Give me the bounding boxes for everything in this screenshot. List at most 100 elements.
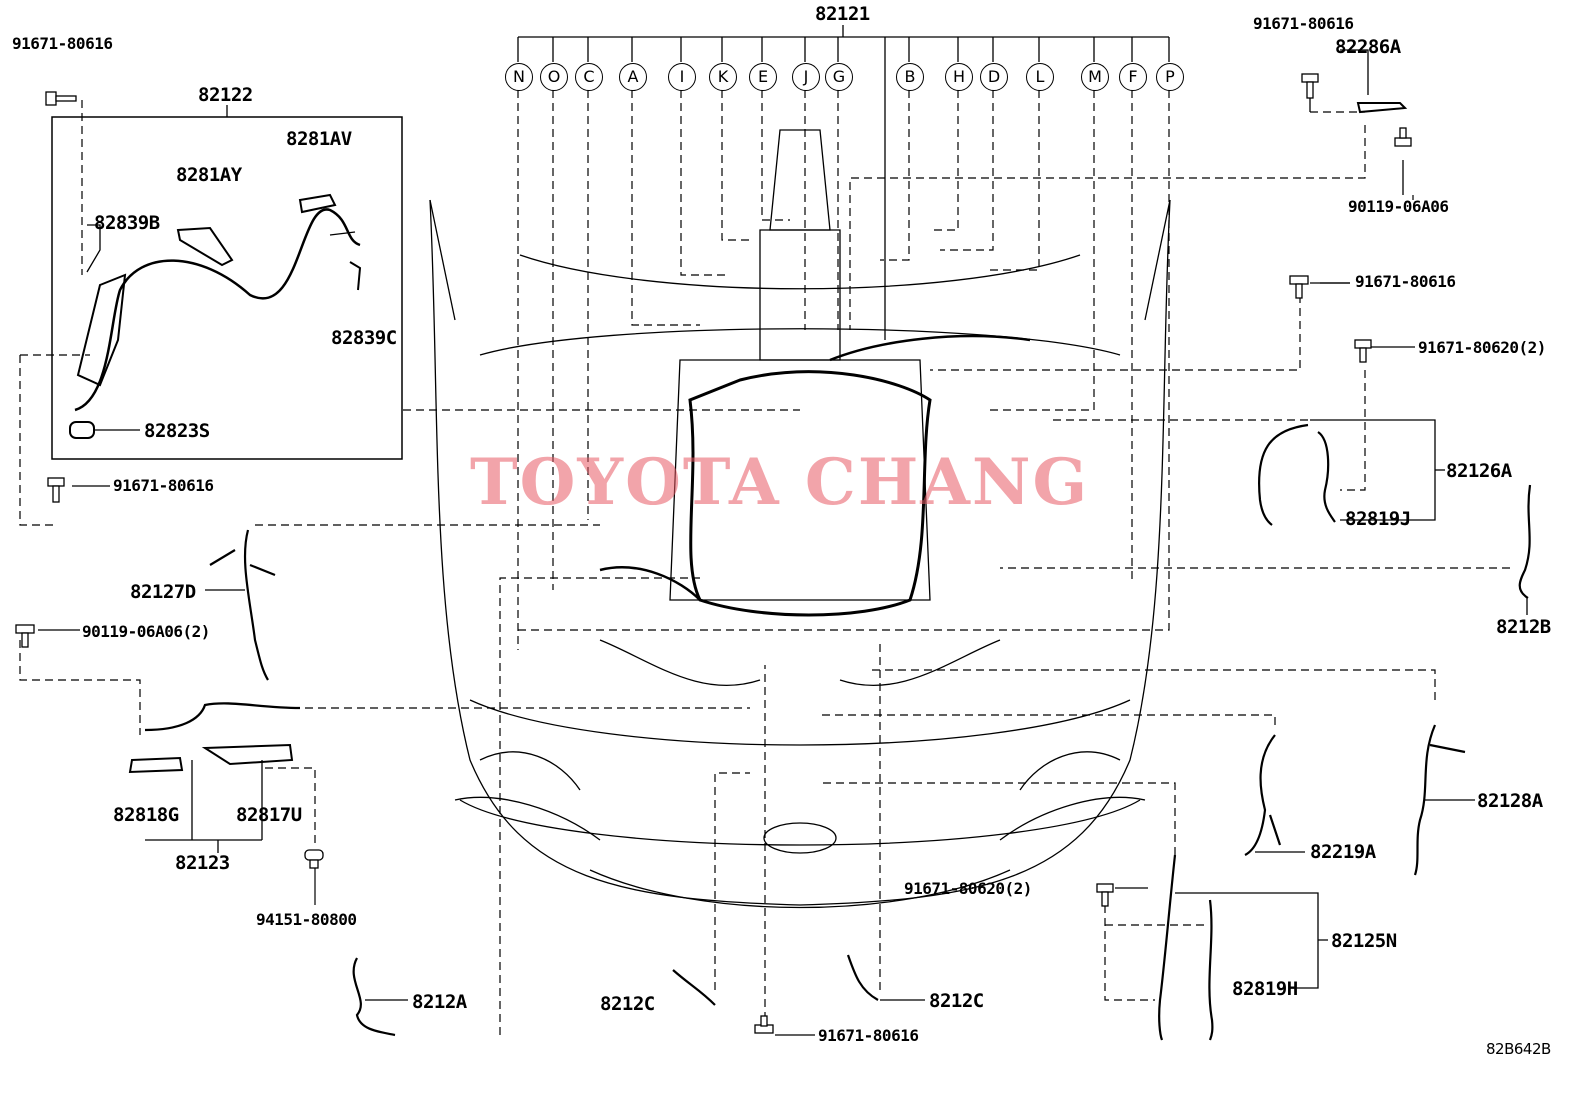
- bolt-icon-90119-right: [1394, 127, 1412, 147]
- connector-H: H: [945, 63, 973, 91]
- harness-82219A: [1244, 734, 1282, 856]
- label-bolt-90119: 90119-06A06: [1348, 197, 1449, 216]
- bolt-icon-90119: [15, 624, 35, 648]
- top-tower: [769, 129, 831, 231]
- label-82818G: 82818G: [113, 804, 179, 826]
- label-bolt-left-mid: 91671-80616: [113, 476, 214, 495]
- bolt-icon-top-right: [1301, 73, 1319, 99]
- label-82839B: 82839B: [94, 212, 160, 234]
- grille-outline: [589, 869, 1011, 909]
- harness-82125N: [1158, 854, 1177, 1041]
- bracket-82817U: [201, 743, 294, 766]
- label-82126A: 82126A: [1446, 460, 1512, 482]
- label-main-harness: 82121: [815, 3, 870, 25]
- windshield-line: [479, 328, 1121, 356]
- label-82127D: 82127D: [130, 581, 196, 603]
- harness-8212C-right: [846, 954, 879, 1001]
- label-bolt-90119-2: 90119-06A06(2): [82, 622, 210, 641]
- harness-82123: [144, 702, 301, 732]
- label-8281AV: 8281AV: [286, 128, 352, 150]
- label-bolt-top-right: 91671-80616: [1253, 14, 1354, 33]
- connector-P: P: [1156, 63, 1184, 91]
- diagram-code: 82B642B: [1486, 1040, 1551, 1058]
- bracket-82286A: [1356, 102, 1408, 114]
- harness-82126A: [1258, 423, 1309, 526]
- bumper-upper: [469, 699, 1131, 746]
- label-bolt-80620-bottom: 91671-80620(2): [904, 879, 1032, 898]
- label-bolt-bottom: 91671-80616: [818, 1026, 919, 1045]
- fog-right: [1019, 751, 1121, 791]
- connector-D: D: [980, 63, 1008, 91]
- protector-8281AV: [298, 193, 337, 214]
- fog-left: [479, 751, 581, 791]
- headlight-right: [999, 796, 1146, 841]
- label-82823S: 82823S: [144, 420, 210, 442]
- intake-tower: [759, 229, 841, 361]
- harness-8212C-left: [672, 969, 716, 1006]
- label-bolt-right-mid: 91671-80616: [1355, 272, 1456, 291]
- label-82123: 82123: [175, 852, 230, 874]
- engine-mounts: [599, 639, 1001, 687]
- bolt-icon-80620-top: [1354, 339, 1372, 363]
- connector-L: L: [1026, 63, 1054, 91]
- harness-8212A: [352, 957, 396, 1037]
- bumper-lower: [459, 799, 1141, 846]
- harness-left-branch: [599, 566, 701, 601]
- clamp-82839C: [349, 261, 362, 291]
- bolt-icon-bottom: [754, 1015, 774, 1034]
- label-82839C: 82839C: [331, 327, 397, 349]
- connector-O: O: [540, 63, 568, 91]
- label-8212A: 8212A: [412, 991, 467, 1013]
- harness-8212B: [1518, 484, 1532, 599]
- connector-C: C: [575, 63, 603, 91]
- bolt-icon-right-mid: [1289, 275, 1309, 299]
- car-body-right: [1144, 199, 1171, 321]
- label-8212C-right: 8212C: [929, 990, 984, 1012]
- watermark-brand: TOYOTA CHANG: [470, 445, 1090, 520]
- connector-B: B: [896, 63, 924, 91]
- bolt-icon-80620-bottom: [1096, 883, 1114, 907]
- cap-82823S: [69, 421, 95, 439]
- label-82286A: 82286A: [1335, 36, 1401, 58]
- headlight-left: [454, 796, 601, 841]
- protector-8281AY: [176, 226, 234, 267]
- harness-main: [688, 370, 932, 617]
- connector-M: M: [1081, 63, 1109, 91]
- harness-top: [829, 334, 1031, 362]
- label-8212C-left: 8212C: [600, 993, 655, 1015]
- car-body-left: [429, 199, 456, 321]
- emblem: [763, 822, 837, 854]
- bolt-icon-top-left: [45, 91, 77, 106]
- label-82125N: 82125N: [1331, 930, 1397, 952]
- label-clip-94151: 94151-80800: [256, 910, 357, 929]
- label-82122: 82122: [198, 84, 253, 106]
- label-82819J: 82819J: [1345, 508, 1411, 530]
- bracket-82818G: [128, 756, 184, 774]
- connector-A: A: [619, 63, 647, 91]
- label-8281AY: 8281AY: [176, 164, 242, 186]
- bolt-icon-left-mid: [47, 477, 65, 503]
- cowl-line: [519, 254, 1081, 290]
- connector-F: F: [1119, 63, 1147, 91]
- label-82219A: 82219A: [1310, 841, 1376, 863]
- connector-G: G: [825, 63, 853, 91]
- label-bolt-top-left: 91671-80616: [12, 34, 113, 53]
- label-82819H: 82819H: [1232, 978, 1298, 1000]
- clip-icon-94151: [304, 849, 324, 869]
- connector-K: K: [709, 63, 737, 91]
- harness-82127D: [209, 529, 276, 681]
- bracket-82839B: [76, 273, 127, 387]
- protector-82819J: [1317, 431, 1336, 523]
- label-8212B: 8212B: [1496, 616, 1551, 638]
- connector-E: E: [749, 63, 777, 91]
- protector-82819H: [1208, 899, 1214, 1041]
- harness-82122: [74, 208, 361, 412]
- label-bolt-80620-top: 91671-80620(2): [1418, 338, 1546, 357]
- connector-J: J: [792, 63, 820, 91]
- connector-N: N: [505, 63, 533, 91]
- connector-I: I: [668, 63, 696, 91]
- label-82128A: 82128A: [1477, 790, 1543, 812]
- harness-82128A: [1413, 724, 1466, 876]
